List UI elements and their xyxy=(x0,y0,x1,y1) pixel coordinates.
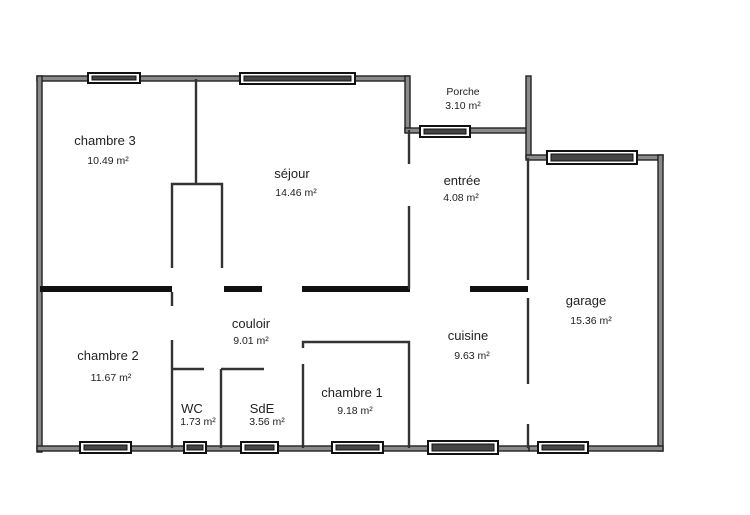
garage-area: 15.36 m² xyxy=(570,315,612,327)
wall-ch1-top xyxy=(301,340,411,448)
sejour-area: 14.46 m² xyxy=(275,187,317,199)
window-bottom-garage-pane xyxy=(541,444,585,451)
wall-left xyxy=(36,75,43,453)
window-bottom-ch1-pane xyxy=(335,444,380,451)
wc-name: WC xyxy=(181,401,203,416)
window-bottom-wc-pane xyxy=(186,444,204,451)
window-bottom-ch2-pane xyxy=(83,444,128,451)
porche-name: Porche xyxy=(446,86,479,98)
cuisine-area: 9.63 m² xyxy=(454,350,490,362)
wall-garage-right xyxy=(657,154,664,452)
entree-area: 4.08 m² xyxy=(443,192,479,204)
chambre3-name: chambre 3 xyxy=(74,133,135,148)
wall-garage-bottom xyxy=(528,445,664,452)
chambre1-name: chambre 1 xyxy=(321,385,382,400)
window-top-ch3-pane xyxy=(91,75,137,81)
wc-area: 1.73 m² xyxy=(180,416,216,428)
window-garage-top-pane xyxy=(550,153,634,162)
sejour-name: séjour xyxy=(274,166,310,181)
chambre2-name: chambre 2 xyxy=(77,348,138,363)
wall-closet xyxy=(170,182,224,268)
window-porch-pane xyxy=(423,128,467,135)
window-bottom-sde-pane xyxy=(244,444,275,451)
chambre1-area: 9.18 m² xyxy=(337,405,373,417)
cuisine-name: cuisine xyxy=(448,328,488,343)
wall-porch-left xyxy=(404,75,411,133)
sde-name: SdE xyxy=(250,401,275,416)
wall-porch-right xyxy=(525,75,532,159)
porche-area: 3.10 m² xyxy=(445,100,481,112)
garage-name: garage xyxy=(566,293,606,308)
windows xyxy=(79,72,638,455)
room-labels: Porche 3.10 m² chambre 3 10.49 m² séjour… xyxy=(74,86,612,428)
entree-name: entrée xyxy=(444,173,481,188)
sde-area: 3.56 m² xyxy=(249,416,285,428)
window-bottom-cuisine-pane xyxy=(431,443,495,452)
window-top-sejour-pane xyxy=(243,75,352,82)
interior-walls xyxy=(40,79,530,448)
couloir-area: 9.01 m² xyxy=(233,335,269,347)
chambre3-area: 10.49 m² xyxy=(87,155,129,167)
couloir-name: couloir xyxy=(232,316,271,331)
chambre2-area: 11.67 m² xyxy=(91,372,132,384)
